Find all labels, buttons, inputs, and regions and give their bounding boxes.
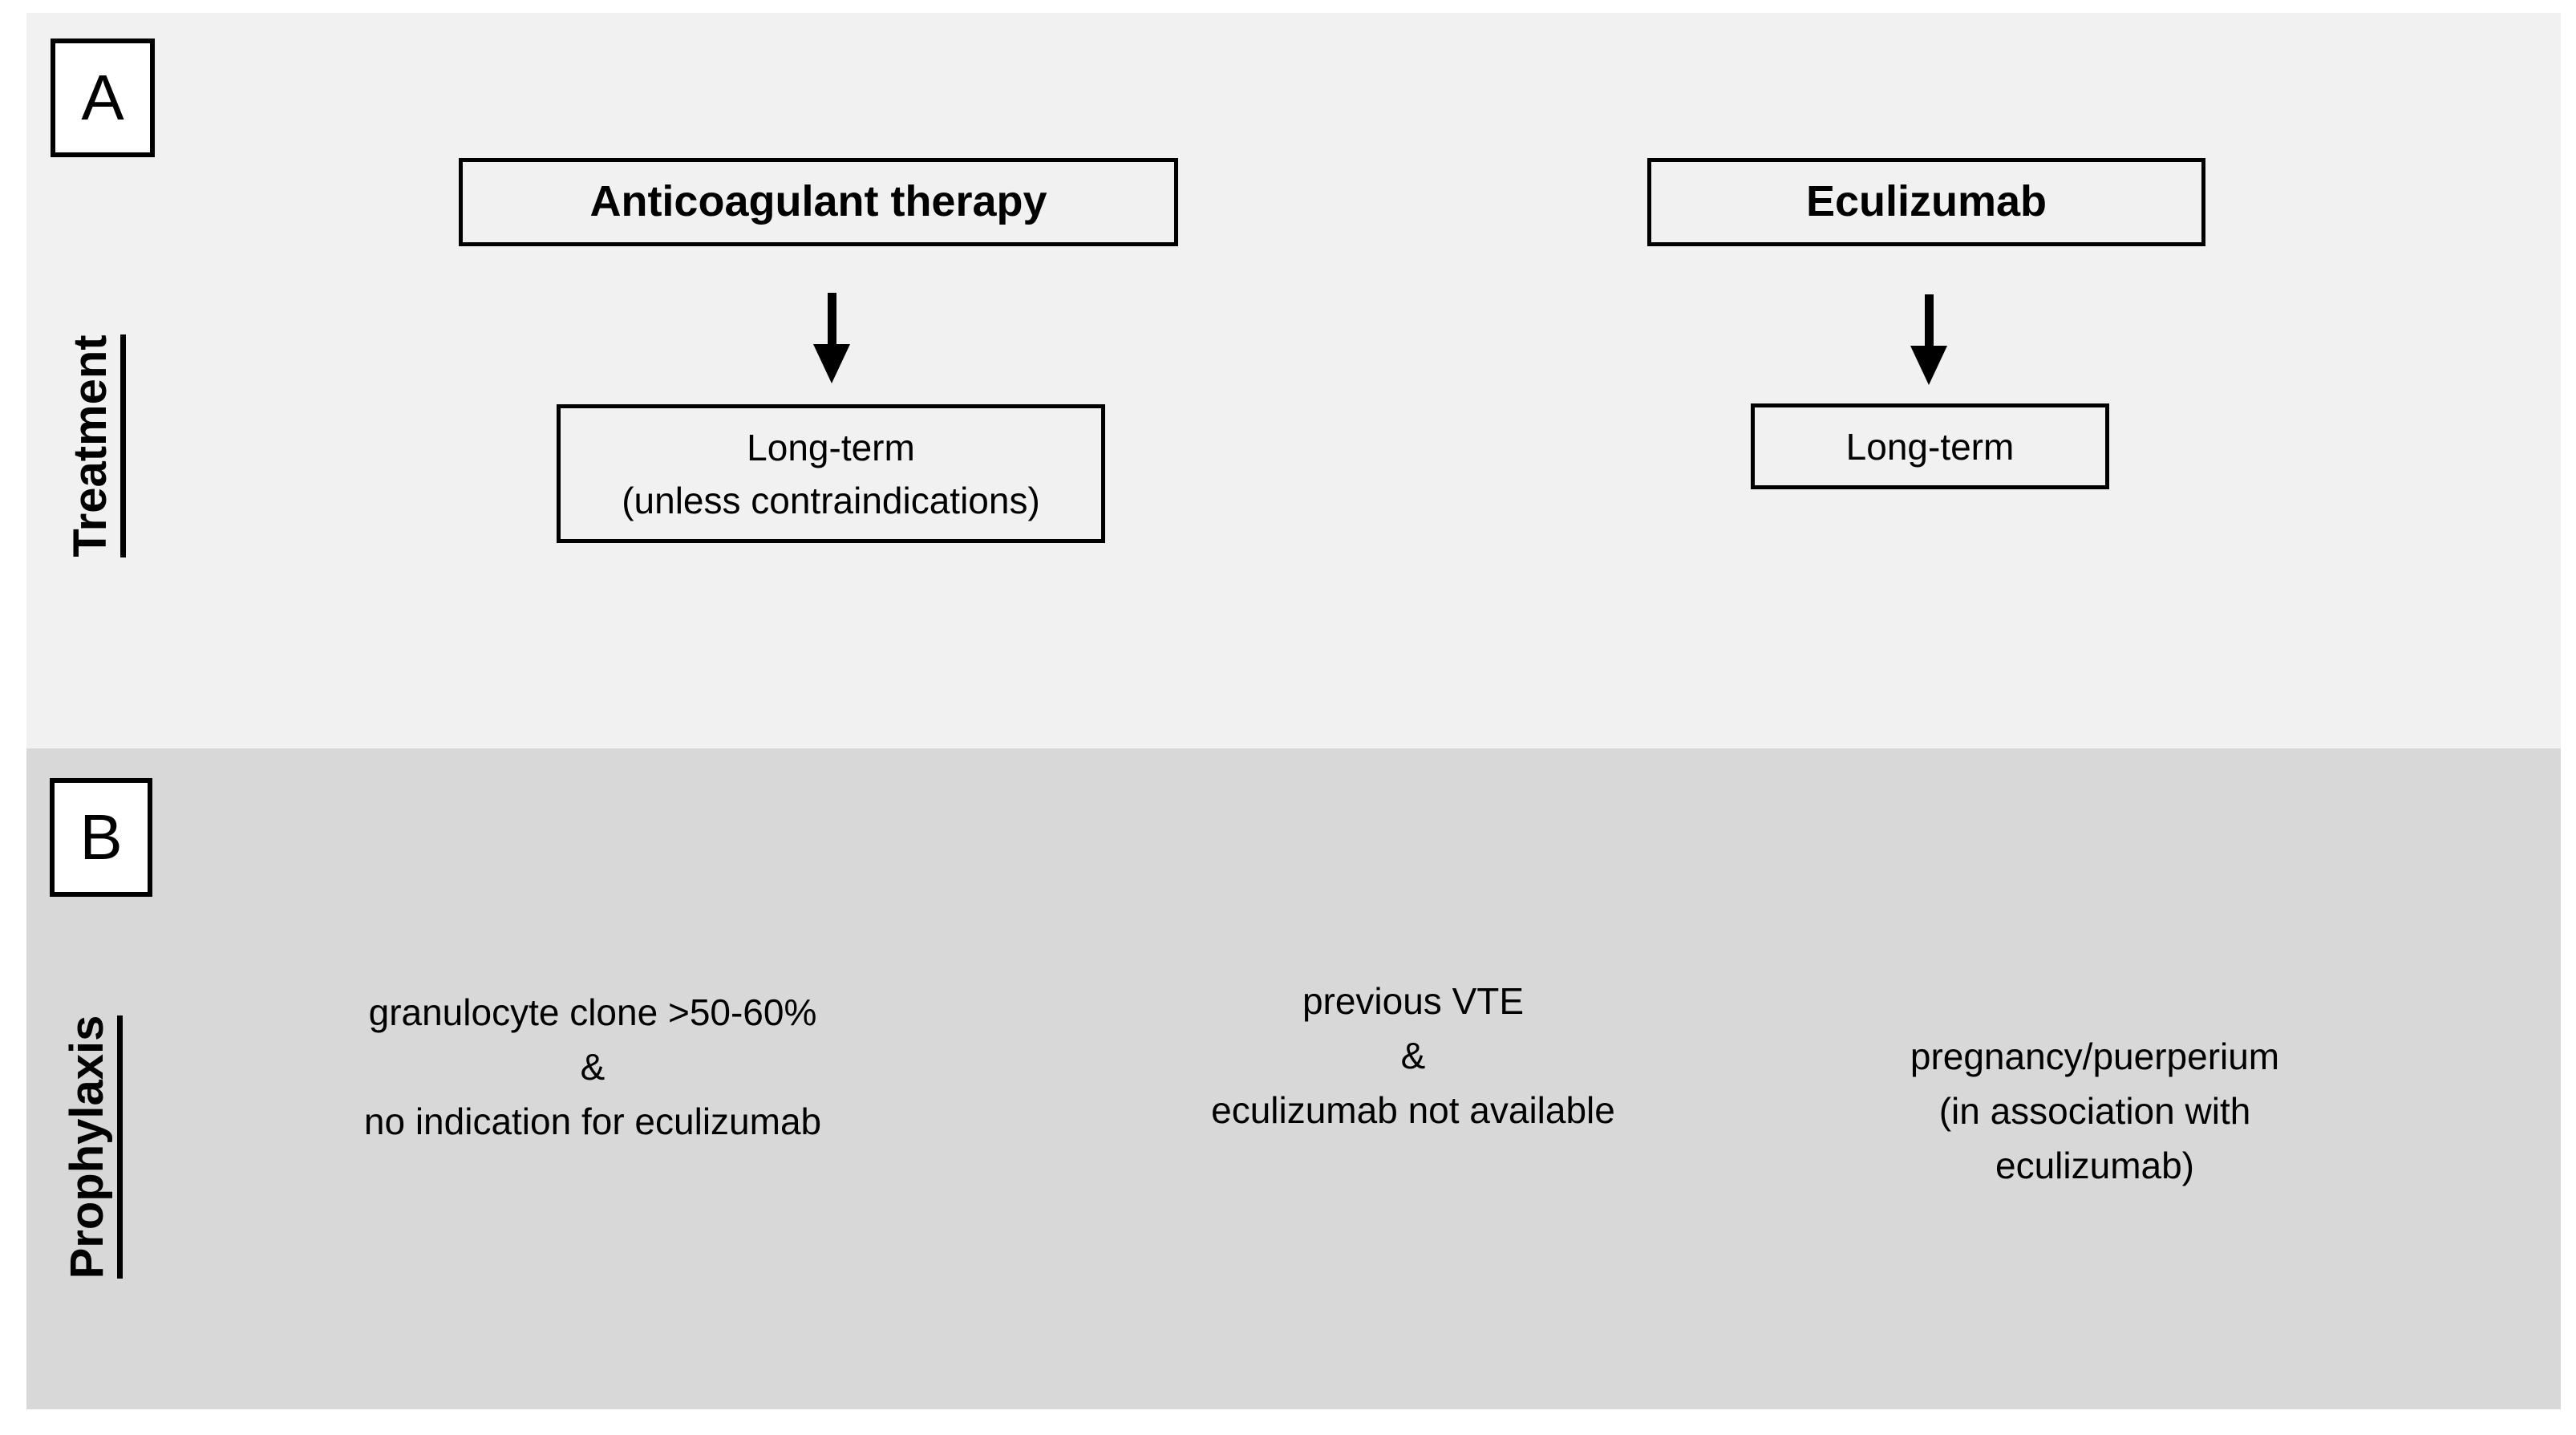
prophylaxis-indication-2: previous VTE & eculizumab not available (1108, 974, 1718, 1137)
prophylaxis-indication-1: granulocyte clone >50-60% & no indicatio… (288, 985, 897, 1149)
indication-line: & (1400, 1035, 1426, 1076)
panel-a-label-box: A (51, 39, 155, 157)
eculizumab-label: Eculizumab (1805, 177, 2047, 226)
indication-line: (in association with (1938, 1090, 2251, 1132)
treatment-axis-label: Treatment (64, 278, 128, 614)
indication-line: previous VTE (1302, 980, 1525, 1022)
arrow-shaft (827, 293, 836, 344)
eculizumab-box: Eculizumab (1647, 158, 2205, 246)
prophylaxis-indication-3: pregnancy/puerperium (in association wit… (1790, 1029, 2400, 1193)
panel-b-prophylaxis (26, 748, 2561, 1409)
panel-a-treatment (26, 13, 2561, 748)
longterm-eculizumab-outcome-box: Long-term (1751, 403, 2109, 489)
anticoagulant-therapy-label: Anticoagulant therapy (589, 177, 1047, 226)
indication-line: & (580, 1046, 606, 1088)
arrow-head (1910, 346, 1947, 385)
indication-line: eculizumab) (1995, 1145, 2194, 1186)
panel-a-label: A (81, 62, 124, 133)
panel-b-label-box: B (50, 778, 152, 897)
indication-line: eculizumab not available (1211, 1089, 1615, 1131)
panel-b-label: B (79, 801, 123, 873)
indication-line: no indication for eculizumab (363, 1101, 822, 1142)
outcome-line: Long-term (1845, 425, 2015, 468)
anticoagulant-therapy-box: Anticoagulant therapy (459, 158, 1178, 246)
outcome-line: Long-term (747, 426, 915, 468)
indication-line: granulocyte clone >50-60% (368, 991, 817, 1033)
down-arrow-icon (813, 293, 850, 383)
prophylaxis-axis-label: Prophylaxis (61, 971, 125, 1324)
indication-line: pregnancy/puerperium (1910, 1036, 2280, 1077)
down-arrow-icon (1910, 294, 1947, 385)
longterm-anticoagulant-outcome-box: Long-term (unless contraindications) (557, 404, 1105, 543)
arrow-head (813, 344, 850, 383)
arrow-shaft (1924, 294, 1934, 346)
outcome-line: (unless contraindications) (622, 479, 1040, 521)
